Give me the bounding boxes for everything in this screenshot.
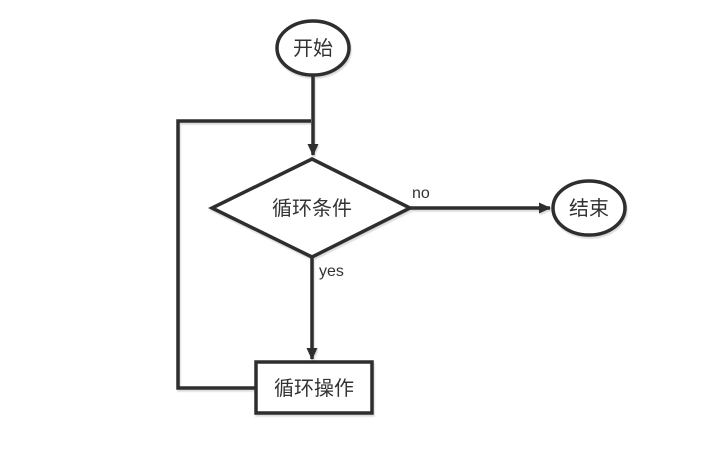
end-node bbox=[551, 179, 627, 237]
condition-node bbox=[208, 157, 414, 259]
end-node-label: 结束 bbox=[569, 197, 609, 220]
edge-label-yes: yes bbox=[319, 263, 344, 280]
start-node bbox=[275, 19, 351, 77]
operation-node bbox=[254, 360, 374, 415]
edge-label-no: no bbox=[412, 185, 430, 202]
edge-operation-loopback bbox=[176, 119, 311, 390]
operation-node-label: 循环操作 bbox=[274, 377, 354, 400]
start-node-label: 开始 bbox=[293, 37, 333, 60]
condition-node-label: 循环条件 bbox=[272, 197, 352, 220]
